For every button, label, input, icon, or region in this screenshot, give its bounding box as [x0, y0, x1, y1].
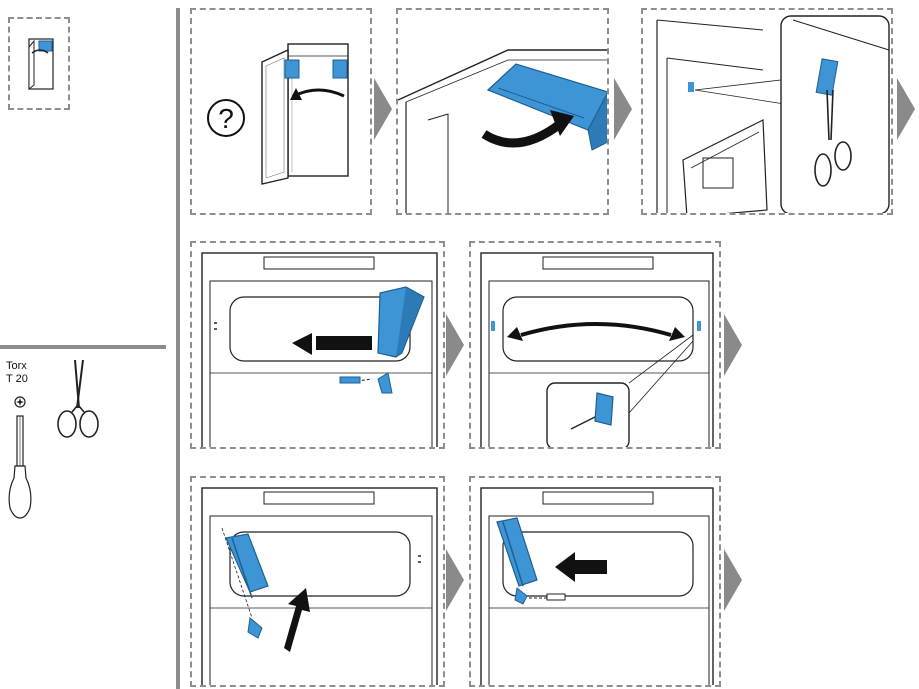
- step-arrow-icon: [724, 314, 742, 376]
- overview-thumbnail: [8, 17, 70, 110]
- step-6-panel: [190, 476, 445, 687]
- step-1-panel: ?: [190, 8, 372, 215]
- help-symbol: ?: [218, 103, 234, 134]
- screwdriver-icon: [8, 396, 32, 519]
- torx-label: Torx: [6, 360, 27, 372]
- step-7-panel: [469, 476, 721, 687]
- step-arrow-icon: [374, 78, 392, 140]
- step-3-panel: [641, 8, 893, 215]
- vertical-divider: [176, 8, 180, 689]
- torx-size-label: T 20: [6, 373, 28, 385]
- question-icon: [207, 99, 245, 137]
- step-arrow-icon: [614, 78, 632, 140]
- step-4-panel: [190, 241, 445, 449]
- step-2-panel: [396, 8, 609, 215]
- horizontal-divider: [0, 345, 166, 349]
- step-arrow-icon: [897, 78, 915, 140]
- step-arrow-icon: [724, 549, 742, 611]
- fridge-door-icon: [28, 38, 54, 91]
- step-arrow-icon: [446, 549, 464, 611]
- step-arrow-icon: [446, 314, 464, 376]
- scissors-icon: [57, 359, 99, 438]
- step-5-panel: [469, 241, 721, 449]
